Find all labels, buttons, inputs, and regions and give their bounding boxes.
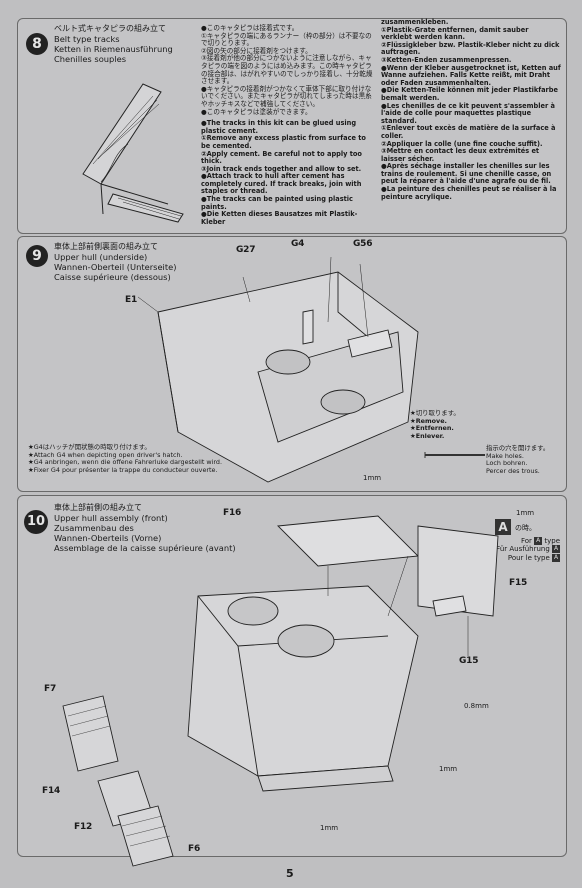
note-line: 指示の穴を開けます。 xyxy=(486,444,550,452)
en-line: ●Attach track to hull after cement has c… xyxy=(201,172,362,196)
size-label: 1mm xyxy=(320,824,339,832)
note-line: ★Fixer G4 pour présenter la trappe du co… xyxy=(28,465,218,474)
note-line: ★G4 anbringen, wenn die offene Fahrerluk… xyxy=(28,458,222,467)
title-fr: Caisse supérieure (dessous) xyxy=(54,272,171,282)
step-8-panel: 8 ベルト式キャタピラの組み立て Belt type tracks Ketten… xyxy=(17,18,567,234)
jp-line: ①キャタピラの端にあるランナー（枠の部分）は不要なので切りとります。 xyxy=(201,31,372,48)
drill-icon xyxy=(424,452,485,458)
part-label-f7: F7 xyxy=(44,684,57,694)
de-line: ①Plastik-Grate entfernen, damit sauber v… xyxy=(381,25,529,42)
upper-hull-front-illustration xyxy=(187,515,499,792)
step-10-titles: 車体上部前側の組み立て Upper hull assembly (front) … xyxy=(54,503,236,553)
de-line: ●Die Ketten dieses Bausatzes mit Plastik… xyxy=(201,210,358,226)
page-number: 5 xyxy=(286,867,294,880)
de-line: ●Die Ketten-Teile können mit jeder Plast… xyxy=(381,86,559,102)
fr-line: ③Mettre en contact les deux extrémités e… xyxy=(381,147,540,163)
type-a-de: Für Ausführung xyxy=(496,545,550,554)
type-a-box: A xyxy=(552,553,560,562)
type-a-badge: A xyxy=(495,519,511,535)
part-label-f6: F6 xyxy=(188,844,201,854)
fr-line: ②Appliquer la colle (une fine couche suf… xyxy=(381,139,543,148)
type-a-box: A xyxy=(552,545,560,554)
jp-line: ●キャタピラの接着剤がつかなくて車体下部に取り付けないでください。またキャタピラ… xyxy=(201,84,372,108)
part-label-g4: G4 xyxy=(291,239,305,249)
title-jp: 車体上部前側の組み立て xyxy=(54,503,142,512)
part-label-g56: G56 xyxy=(353,239,373,249)
en-line: ③Join track ends together and allow to s… xyxy=(201,164,362,173)
en-line: ●The tracks in this kit can be glued usi… xyxy=(201,119,357,135)
remove-note: ★切り取ります。 ★Remove. ★Entfernen. ★Enlever. xyxy=(410,409,460,440)
note-line: ★Entfernen. xyxy=(410,424,454,433)
belt-track-illustration xyxy=(82,83,184,223)
title-fr: Chenilles souples xyxy=(54,54,127,64)
step-number-badge: 9 xyxy=(26,245,48,267)
title-de: Zusammenbau des xyxy=(54,523,134,533)
jp-line: ③接着剤が他の部分につかないように注意しながら、キャタピラの端を図のようにはめ込… xyxy=(201,54,373,86)
size-label: 0.8mm xyxy=(464,702,489,710)
title-jp: 車体上部前側裏面の組み立て xyxy=(54,242,158,251)
note-line: ★G4はハッチが開状態の時取り付けます。 xyxy=(28,443,151,451)
en-line: ●The tracks can be painted using plastic… xyxy=(201,195,353,211)
front-plates-illustration xyxy=(62,695,174,867)
size-label: 1mm xyxy=(516,509,535,517)
step-10-panel: 10 車体上部前側の組み立て Upper hull assembly (fron… xyxy=(17,495,567,867)
type-a-legend: For A type Für Ausführung A Pour le type… xyxy=(486,537,560,562)
step-9-titles: 車体上部前側裏面の組み立て Upper hull (underside) Wan… xyxy=(54,242,176,282)
de-line: ③Ketten-Enden zusammenpressen. xyxy=(381,55,512,64)
part-label-g27: G27 xyxy=(236,245,256,255)
en-line: ①Remove any excess plastic from surface … xyxy=(201,134,366,150)
note-line: Percer des trous. xyxy=(486,466,540,475)
part-label-g15: G15 xyxy=(459,656,479,666)
jp-line: ●このキャタピラは塗装ができます。 xyxy=(201,107,312,116)
fr-line: ●Après séchage installer les chenilles s… xyxy=(381,162,552,186)
make-holes-note: 指示の穴を開けます。 Make holes. Loch bohren. Perc… xyxy=(486,444,550,475)
part-label-f16: F16 xyxy=(223,508,242,518)
title-de: Wannen-Oberteil (Unterseite) xyxy=(54,262,177,272)
de-line: zusammenkleben. xyxy=(381,18,449,26)
en-line: ②Apply cement. Be careful not to apply t… xyxy=(201,149,362,166)
fr-line: ●Les chenilles de ce kit peuvent s'assem… xyxy=(381,101,555,125)
note-line: ★Remove. xyxy=(410,416,447,425)
part-label-f15: F15 xyxy=(509,578,528,588)
type-a-box: A xyxy=(534,537,543,545)
step-8-titles: ベルト式キャタピラの組み立て Belt type tracks Ketten i… xyxy=(54,24,173,64)
de-line: ●Wenn der Kleber ausgetrocknet ist, Kett… xyxy=(381,63,561,87)
part-label-e1: E1 xyxy=(125,295,138,305)
type-a-fr: Pour le type xyxy=(507,553,550,562)
step-8-text-de-fr: zusammenkleben. ①Plastik-Grate entfernen… xyxy=(381,18,561,201)
title-de: Ketten in Riemenausführung xyxy=(54,44,173,54)
step-9-panel: 9 車体上部前側裏面の組み立て Upper hull (underside) W… xyxy=(17,236,567,492)
type-a-jp: の時。 xyxy=(515,524,536,532)
title-fr: Assemblage de la caisse supérieure (avan… xyxy=(54,543,236,553)
note-line: Loch bohren. xyxy=(486,459,528,468)
upper-hull-underside-illustration xyxy=(137,256,419,483)
title-de: Wannen-Oberteils (Vorne) xyxy=(54,533,162,543)
type-a-en2: type xyxy=(544,537,560,545)
note-line: ★Attach G4 when depicting open driver's … xyxy=(28,450,183,459)
note-line: ★切り取ります。 xyxy=(410,409,460,417)
title-jp: ベルト式キャタピラの組み立て xyxy=(54,24,166,33)
size-label: 1mm xyxy=(439,765,458,773)
note-line: Make holes. xyxy=(486,451,524,460)
title-en: Upper hull assembly (front) xyxy=(54,513,168,523)
step-number-badge: 8 xyxy=(26,33,48,55)
fr-line: ①Enlever tout excès de matière de la sur… xyxy=(381,124,556,140)
de-line: ②Flüssigkleber bzw. Plastik-Kleber nicht… xyxy=(381,40,560,57)
drill-size-label: 1mm xyxy=(363,474,382,482)
g4-note: ★G4はハッチが開状態の時取り付けます。 ★Attach G4 when dep… xyxy=(28,443,222,474)
note-line: ★Enlever. xyxy=(410,431,445,440)
type-a-en: For xyxy=(520,537,532,545)
title-en: Upper hull (underside) xyxy=(54,252,148,262)
fr-line: ●La peinture des chenilles peut se réali… xyxy=(381,185,557,201)
step-8-text-jp-en: ●このキャタピラは接着式です。 ①キャタピラの端にあるランナー（枠の部分）は不要… xyxy=(201,24,373,226)
title-en: Belt type tracks xyxy=(54,34,120,44)
jp-line: ●このキャタピラは接着式です。 xyxy=(201,24,299,32)
step-number-badge: 10 xyxy=(24,510,48,534)
part-label-f12: F12 xyxy=(74,822,93,832)
part-label-f14: F14 xyxy=(42,786,61,796)
jp-line: ②図の矢の部分に接着剤をつけます。 xyxy=(201,46,312,55)
